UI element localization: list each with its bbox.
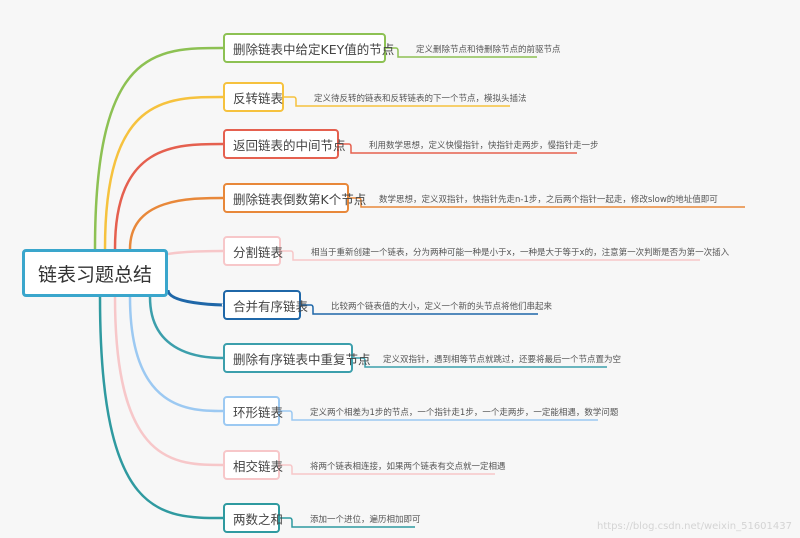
branch-curve <box>113 142 224 250</box>
branch-node[interactable]: 两数之和 <box>223 503 283 533</box>
branch-note[interactable]: 定义两个相差为1步的节点，一个指针走1步，一个走两步，一定能相遇，数学问题 <box>310 408 619 418</box>
branch-curve <box>98 296 224 520</box>
note-underline <box>280 517 415 528</box>
branch-note[interactable]: 比较两个链表值的大小，定义一个新的头节点将他们串起来 <box>331 302 553 312</box>
note-underline <box>280 464 495 475</box>
branch-node[interactable]: 反转链表 <box>223 82 284 112</box>
note-underline <box>280 410 598 421</box>
branch-curve <box>148 296 224 360</box>
branch-note[interactable]: 定义待反转的链表和反转链表的下一个节点，模拟头插法 <box>314 94 527 104</box>
note-underline <box>349 197 745 208</box>
branch-note[interactable]: 定义删除节点和待删除节点的前驱节点 <box>416 45 561 55</box>
branch-curve <box>166 289 225 307</box>
branch-curve <box>113 296 224 467</box>
note-underline <box>353 357 607 368</box>
branch-node[interactable]: 分割链表 <box>223 236 283 266</box>
branch-note[interactable]: 利用数学思想，定义快慢指针，快指针走两步，慢指针走一步 <box>369 141 599 151</box>
branch-node[interactable]: 相交链表 <box>223 450 283 480</box>
branch-note[interactable]: 将两个链表相连接，如果两个链表有交点就一定相遇 <box>310 462 506 472</box>
branch-node[interactable]: 删除链表中给定KEY值的节点 <box>223 33 394 63</box>
note-underline <box>281 250 700 261</box>
branch-node[interactable]: 环形链表 <box>223 396 283 426</box>
branch-node[interactable]: 合并有序链表 <box>223 290 308 320</box>
note-underline <box>284 96 510 107</box>
branch-curve <box>128 296 224 413</box>
branch-curve <box>93 46 224 250</box>
note-underline <box>339 143 577 154</box>
root-node[interactable]: 链表习题总结 <box>22 249 168 297</box>
branch-note[interactable]: 数学思想，定义双指针，快指针先走n-1步，之后两个指针一起走，修改slow的地址… <box>379 195 718 205</box>
branch-node[interactable]: 返回链表的中间节点 <box>223 129 346 159</box>
branch-note[interactable]: 添加一个进位，遍历相加即可 <box>310 515 421 525</box>
branch-curve <box>128 196 224 250</box>
watermark: https://blog.csdn.net/weixin_51601437 <box>596 521 792 532</box>
branch-node[interactable]: 删除有序链表中重复节点 <box>223 343 371 373</box>
branch-note[interactable]: 相当于重新创建一个链表，分为两种可能一种是小于x，一种是大于等于x的，注意第一次… <box>311 248 730 258</box>
branch-note[interactable]: 定义双指针，遇到相等节点就跳过，还要将最后一个节点置为空 <box>383 355 622 365</box>
branch-curve <box>103 95 224 250</box>
note-underline <box>301 304 538 315</box>
note-underline <box>386 47 537 58</box>
branch-node[interactable]: 删除链表倒数第K个节点 <box>223 183 366 213</box>
